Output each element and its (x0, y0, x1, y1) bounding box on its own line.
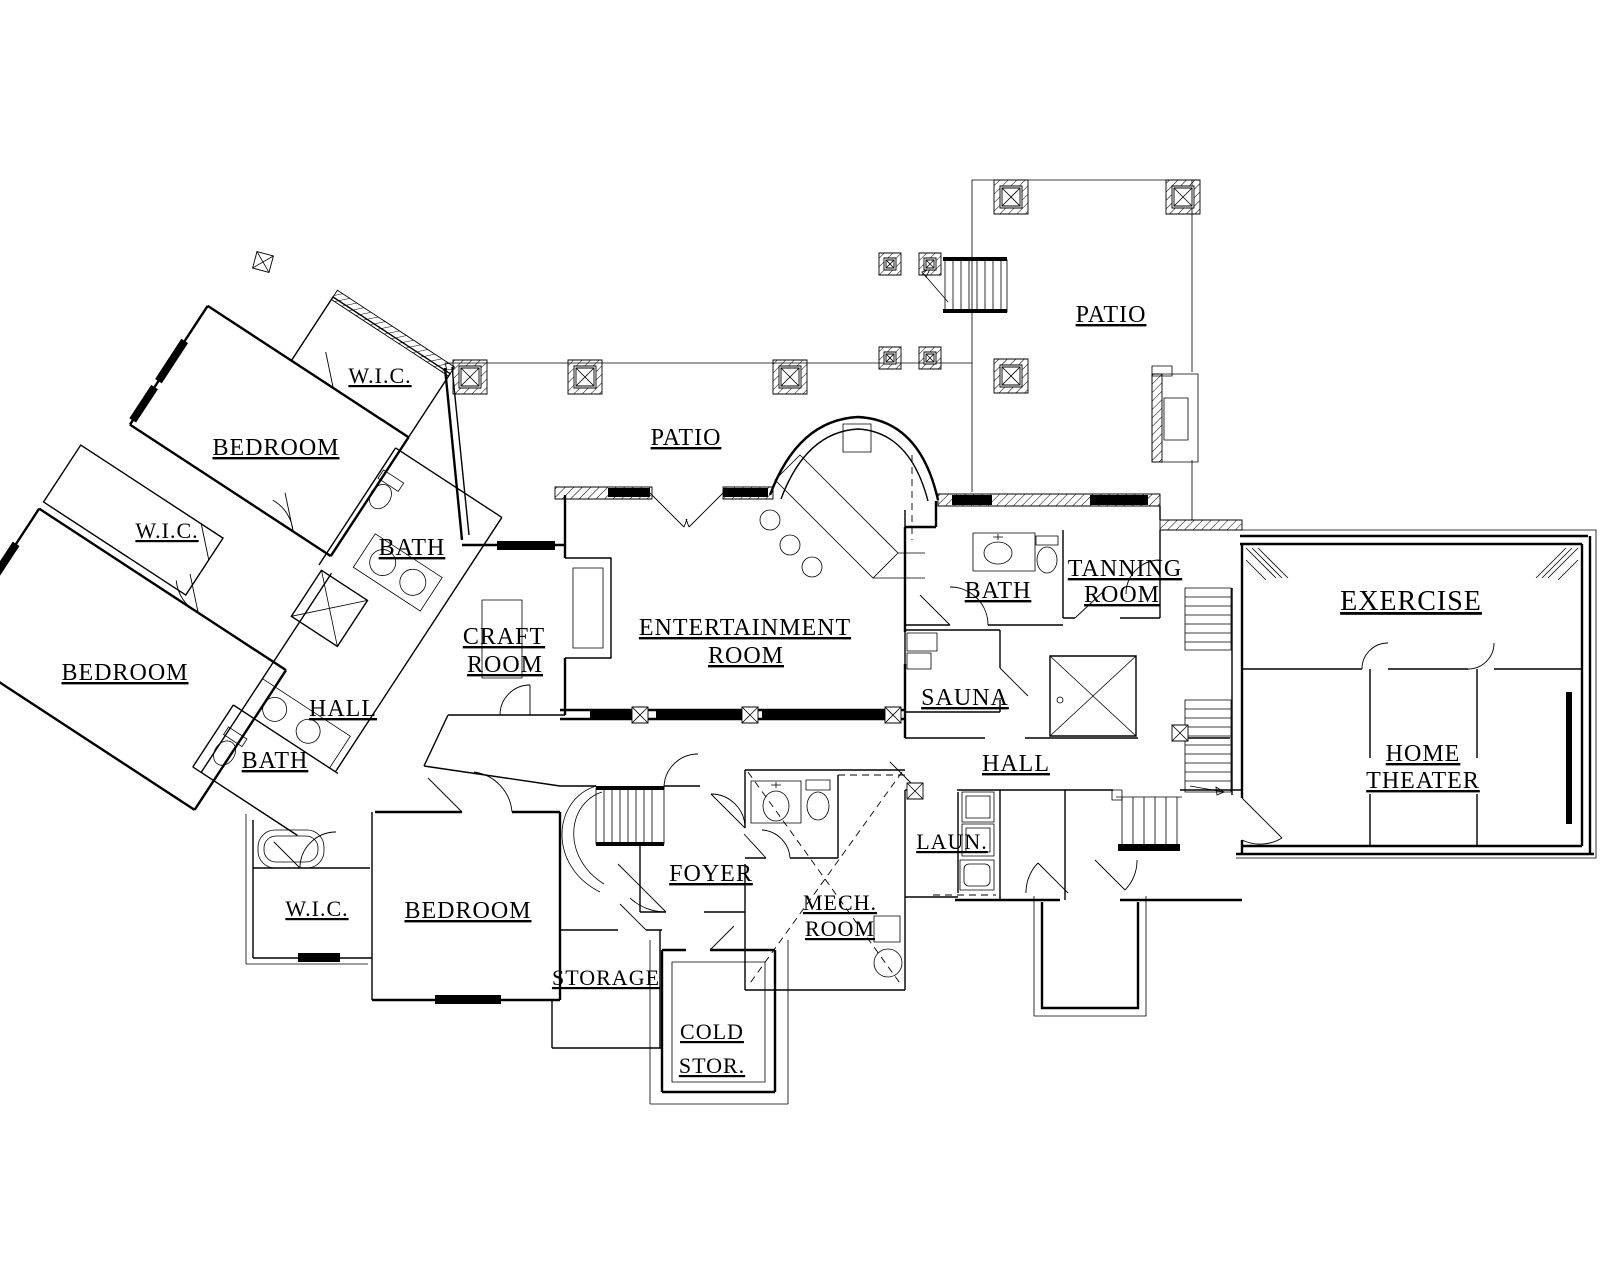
window-bar (656, 710, 744, 719)
room-label-hall-wing: HALL (309, 696, 377, 722)
diamond-marker-icon (253, 252, 274, 273)
main-stairs (1185, 588, 1232, 795)
curved-stairs (562, 786, 664, 892)
room-label-wic-lower: W.I.C. (285, 896, 348, 921)
room-label-bedroom-lower: BEDROOM (404, 898, 531, 924)
column-icon (994, 180, 1028, 214)
hall-stairs (1112, 790, 1182, 845)
room-label-exercise: EXERCISE (1340, 586, 1482, 617)
column-small-icon (919, 347, 941, 369)
room-label-hall-center: HALL (982, 751, 1050, 777)
column-icon (773, 360, 807, 394)
column-small-icon (879, 253, 901, 275)
room-label-entertainment-2: ROOM (708, 643, 784, 669)
window-bar (435, 995, 501, 1004)
room-label-tanning-2: ROOM (1084, 582, 1160, 608)
window-bar (497, 541, 555, 550)
room-label-craft-2: ROOM (467, 652, 543, 678)
angled-wing (0, 217, 559, 865)
column-icon (1166, 180, 1200, 214)
room-label-tanning-1: TANNING (1068, 556, 1182, 582)
window-bar (952, 495, 992, 505)
column-small-icon (879, 347, 901, 369)
room-label-bath-wing-lower: BATH (242, 748, 309, 774)
column-icon (453, 360, 487, 394)
room-label-bath-center: BATH (965, 578, 1032, 604)
room-label-mech-2: ROOM (805, 916, 875, 941)
room-label-bedroom-left: BEDROOM (61, 660, 188, 686)
room-label-storage: STORAGE (552, 965, 660, 990)
room-label-mech-1: MECH. (803, 890, 877, 915)
column-icon (568, 360, 602, 394)
exercise-home-theater (1236, 530, 1596, 858)
entertainment-room (560, 424, 936, 738)
room-label-laundry: LAUN. (916, 829, 988, 854)
window-bar (762, 710, 886, 719)
post-icon (1172, 725, 1188, 741)
window-bar (1090, 495, 1148, 505)
south-west-rooms (246, 772, 788, 1104)
room-label-home-theater-1: HOME (1386, 741, 1461, 767)
window-bar (723, 488, 768, 497)
room-label-craft-1: CRAFT (463, 624, 545, 650)
column-icon (994, 359, 1028, 393)
room-label-wic-upper: W.I.C. (348, 363, 411, 388)
room-label-home-theater-2: THEATER (1366, 768, 1480, 794)
window-bar (590, 710, 634, 719)
room-label-cold-storage-1: COLD (680, 1019, 744, 1044)
room-labels: W.I.C. BEDROOM W.I.C. PATIO PATIO BATH ENTERTA… (61, 302, 1482, 1078)
room-label-cold-storage-2: STOR. (679, 1053, 745, 1078)
column-symbols (253, 180, 1200, 799)
window-bar (298, 953, 340, 962)
post-icon (907, 783, 923, 799)
window-bar (1118, 844, 1180, 851)
room-label-patio-center: PATIO (651, 425, 722, 451)
column-small-icon (919, 253, 941, 275)
room-label-sauna: SAUNA (921, 685, 1009, 711)
window-markers (298, 488, 1572, 1004)
post-icon (885, 707, 901, 723)
window-bar (608, 488, 650, 497)
bath-tanning-sauna (905, 510, 1230, 738)
post-icon (632, 707, 648, 723)
room-label-wic-left: W.I.C. (135, 518, 198, 543)
window-bar (1566, 692, 1572, 824)
room-label-bath-wing-upper: BATH (379, 535, 446, 561)
room-label-foyer: FOYER (669, 861, 753, 887)
patio-structures (445, 180, 1198, 520)
room-label-bedroom-upper: BEDROOM (212, 435, 339, 461)
south-center (424, 754, 1242, 1016)
room-label-patio-right: PATIO (1076, 302, 1147, 328)
room-label-entertainment-1: ENTERTAINMENT (639, 615, 851, 641)
post-icon (742, 707, 758, 723)
